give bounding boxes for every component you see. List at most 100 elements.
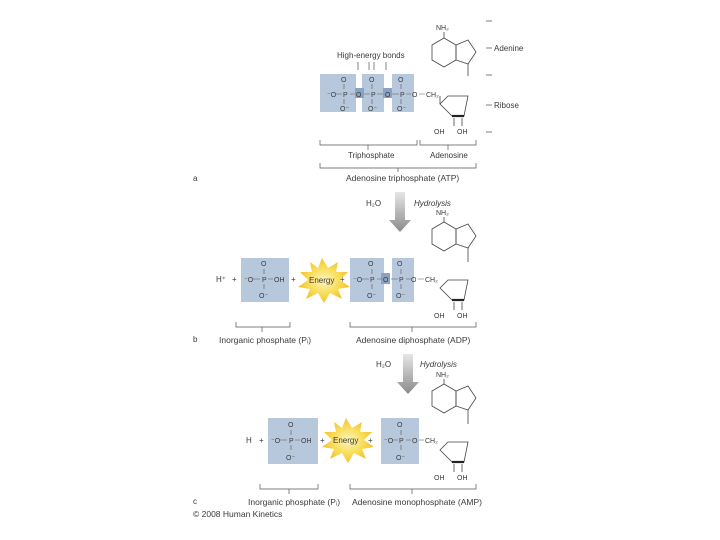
pi-box-b (241, 258, 289, 302)
atp-o-minus-2: O⁻ (368, 106, 377, 113)
ribose-ring-a (439, 95, 469, 126)
energy-label-c: Energy (333, 436, 358, 445)
atp-p-alpha: P (400, 92, 405, 99)
adenosine-label: Adenosine (430, 151, 468, 160)
energy-burst-b (298, 258, 350, 303)
atp-bracket (319, 163, 477, 172)
atp-o-top-2: O (369, 77, 375, 84)
amp-o-top: O (397, 422, 403, 429)
energy-burst-c (322, 418, 374, 463)
water-2: H₂O (376, 360, 391, 369)
adenine-ring-c (431, 379, 477, 424)
adenine-label: Adenine (494, 44, 524, 53)
pi-bracket-c (259, 484, 319, 494)
atp-o-minus-3: O⁻ (397, 106, 406, 113)
adp-p-beta: P (370, 277, 375, 284)
amp-bonds (392, 430, 424, 450)
adp-bonds (362, 269, 424, 289)
panel-c-amp: c H + ⁻O P OH O O⁻ + Energy + ⁻O P O CH₂… (193, 372, 482, 507)
down-arrow-1 (389, 192, 411, 232)
pi-c-o-top: O (288, 422, 294, 429)
adp-bridge-o: O (383, 277, 389, 284)
high-energy-bond-ticks (357, 62, 387, 70)
ribose-ring-b (439, 279, 469, 310)
amp-o-ester: O (412, 438, 418, 445)
hydrolysis-label-2: Hydrolysis (420, 360, 457, 369)
atp-bridge-o-1: O (356, 92, 362, 99)
plus-b-3: + (340, 275, 345, 284)
adp-p-alpha: P (399, 277, 404, 284)
water-1: H₂O (366, 199, 381, 208)
pi-c-oh: OH (301, 438, 312, 445)
ribose-label: Ribose (494, 101, 519, 110)
amp-o-minus: O⁻ (396, 455, 405, 462)
plus-c-2: + (320, 436, 325, 445)
atp-o-top-3: O (398, 77, 404, 84)
atp-ch2: CH₂ (426, 92, 439, 99)
high-energy-o-2 (383, 88, 392, 98)
adenosine-bracket (419, 140, 477, 150)
pi-c-p: P (289, 438, 294, 445)
oh-left-c: OH (434, 475, 445, 482)
adp-phosphate-box-2 (392, 258, 414, 302)
plus-c-3: + (368, 436, 373, 445)
atp-bonds (336, 84, 425, 104)
panel-b-letter: b (193, 335, 198, 344)
pi-label-c: Inorganic phosphate (Pᵢ) (248, 497, 340, 507)
oh-right-a: OH (457, 129, 468, 136)
atp-label: Adenosine triphosphate (ATP) (346, 173, 459, 183)
panel-a-atp: a High-energy bonds ⁻O P O P O P O CH₂ O… (193, 20, 524, 183)
atp-terminal-o: ⁻O (327, 92, 337, 99)
amp-terminal-o: ⁻O (384, 438, 394, 445)
amp-label: Adenosine monophosphate (AMP) (352, 497, 482, 507)
triphosphate-bracket (319, 140, 418, 150)
atp-o-top-1: O (341, 77, 347, 84)
plus-b-2: + (291, 275, 296, 284)
hydrolysis-arrow-2: H₂O Hydrolysis (376, 354, 457, 394)
oh-left-b: OH (434, 313, 445, 320)
adp-phosphate-box-1 (350, 258, 384, 302)
pi-b-p: P (262, 277, 267, 284)
atp-p-gamma: P (343, 92, 348, 99)
adenine-ring-b (431, 217, 477, 262)
adp-o-minus-2: O⁻ (396, 293, 405, 300)
pi-c-o-bottom: O⁻ (286, 455, 295, 462)
ribose-ring-c (439, 441, 469, 472)
pi-b-o-minus: ⁻O (244, 277, 254, 284)
atp-o-minus-1: O⁻ (340, 106, 349, 113)
high-energy-o-1 (355, 88, 364, 98)
adp-high-energy-o (381, 273, 390, 284)
oh-right-b: OH (457, 313, 468, 320)
amp-bracket (349, 484, 477, 494)
pi-c-bonds (280, 430, 300, 450)
adenine-ring-a (431, 32, 477, 76)
triphosphate-label: Triphosphate (348, 151, 395, 160)
pi-bracket-b (235, 322, 291, 332)
nh2-a: NH₂ (436, 25, 449, 32)
phosphate-box-1 (320, 74, 356, 112)
copyright-text: © 2008 Human Kinetics (193, 509, 282, 519)
pi-b-o-bottom: O⁻ (259, 293, 268, 300)
adp-ch2: CH₂ (425, 277, 438, 284)
side-label-ticks (486, 20, 492, 133)
panel-a-letter: a (193, 174, 198, 183)
amp-ch2: CH₂ (425, 438, 438, 445)
phosphate-box-3 (392, 74, 414, 112)
adp-o-top-1: O (368, 261, 374, 268)
pi-b-o-top: O (261, 261, 267, 268)
adp-terminal-o: ⁻O (353, 277, 363, 284)
adp-o-ester: O (411, 277, 417, 284)
energy-label-b: Energy (309, 276, 334, 285)
pi-box-c (268, 418, 318, 464)
high-energy-bonds-label: High-energy bonds (337, 51, 405, 60)
adp-bracket (349, 322, 477, 332)
down-arrow-2 (397, 354, 419, 394)
h-plus: H⁺ (216, 275, 226, 284)
atp-o-ester: O (412, 92, 418, 99)
pi-label-b: Inorganic phosphate (Pᵢ) (219, 335, 311, 345)
hydrolysis-label-1: Hydrolysis (414, 199, 451, 208)
plus-b-1: + (232, 275, 237, 284)
nh2-b: NH₂ (436, 210, 449, 217)
adp-label: Adenosine diphosphate (ADP) (356, 335, 471, 345)
